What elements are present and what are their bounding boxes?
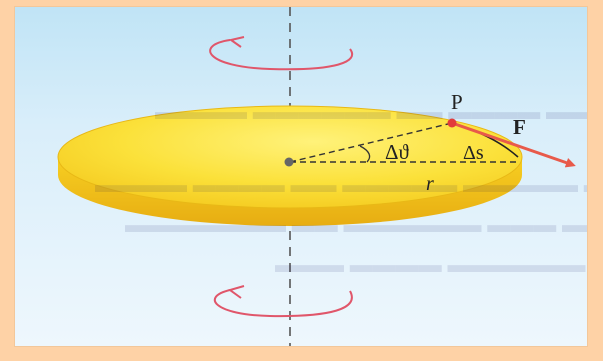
- radius-to-p-line: [289, 122, 453, 163]
- arc-length-label: Δs: [463, 142, 484, 164]
- disk-edge: [57, 105, 523, 209]
- rotating-disk-diagram: P F Δϑ Δs r: [15, 7, 587, 346]
- force-label: F: [513, 115, 526, 139]
- point-p-label: P: [451, 90, 463, 114]
- bottom-rotation-arrow-icon: [213, 285, 353, 318]
- top-rotation-arrow-icon: [209, 36, 353, 71]
- angle-label: Δϑ: [385, 140, 410, 164]
- radius-label: r: [426, 173, 434, 195]
- force-arrow: [451, 121, 576, 168]
- figure-panel: P F Δϑ Δs r ▬▬▬ ▬▬▬▬ ▬▬ ▬▬▬▬▬▬ ▬▬▬▬ ▬▬ ▬…: [14, 6, 588, 347]
- angle-arc: [359, 145, 371, 163]
- center-point: [284, 157, 294, 167]
- point-p: [447, 118, 457, 128]
- disk-top: [58, 106, 522, 208]
